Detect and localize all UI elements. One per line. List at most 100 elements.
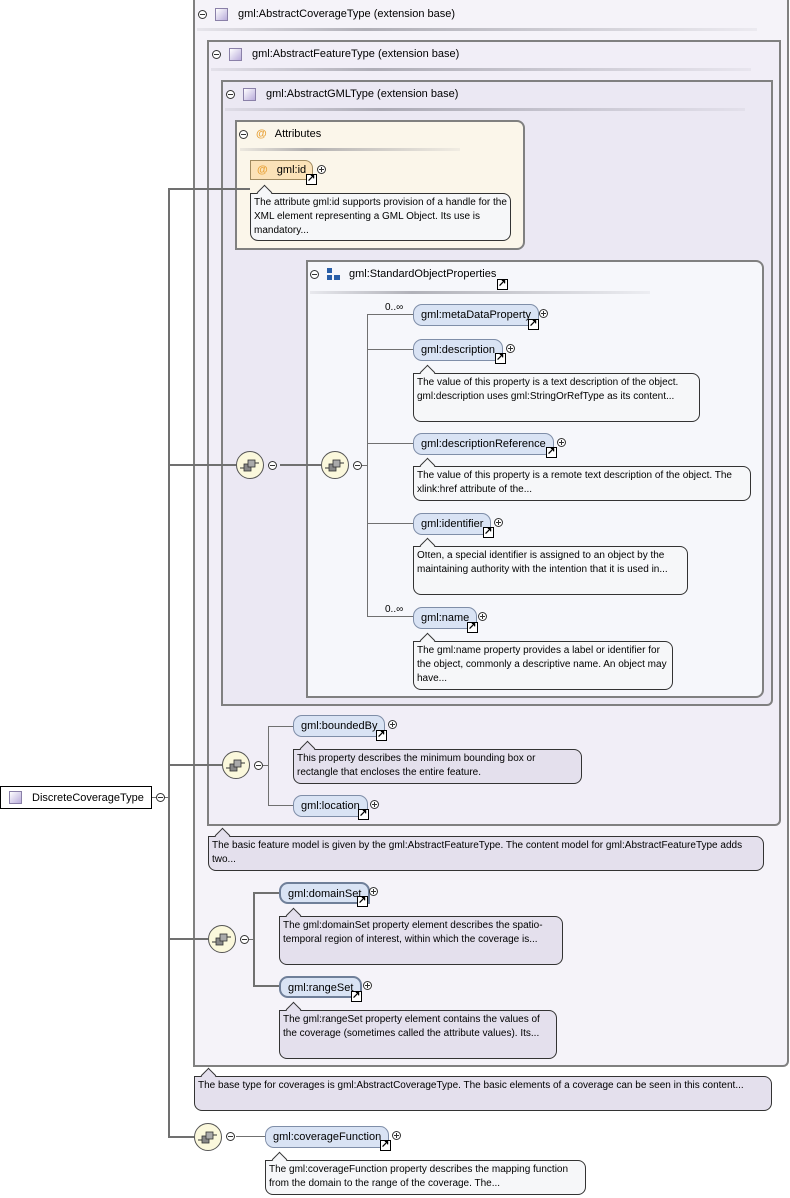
connector bbox=[367, 443, 414, 444]
occurrence-label: 0..∞ bbox=[385, 604, 404, 615]
element-name[interactable]: gml:name bbox=[413, 607, 478, 629]
connector bbox=[362, 465, 368, 466]
collapse-icon[interactable] bbox=[254, 761, 263, 770]
sequence-compositor-icon[interactable] bbox=[222, 751, 250, 779]
link-arrow-icon[interactable] bbox=[357, 894, 368, 907]
group-header-gml: gml:AbstractGMLType (extension base) bbox=[226, 86, 458, 102]
connector bbox=[367, 616, 414, 617]
group-documentation: The base type for coverages is gml:Abstr… bbox=[194, 1076, 772, 1111]
complex-type-icon bbox=[229, 47, 242, 61]
element-location[interactable]: gml:location bbox=[293, 795, 368, 817]
connector bbox=[168, 464, 236, 466]
connector bbox=[168, 938, 208, 940]
root-type-label: DiscreteCoverageType bbox=[32, 791, 144, 804]
element-domainset[interactable]: gml:domainSet bbox=[279, 882, 371, 904]
group-title: gml:AbstractCoverageType (extension base… bbox=[238, 8, 456, 20]
collapse-icon[interactable] bbox=[226, 89, 235, 99]
connector bbox=[367, 349, 414, 350]
attributes-header: @ Attributes bbox=[239, 126, 321, 142]
connector bbox=[253, 893, 255, 987]
expand-icon[interactable] bbox=[370, 800, 379, 809]
attribute-documentation: The attribute gml:id supports provision … bbox=[250, 193, 511, 241]
element-descriptionreference[interactable]: gml:descriptionReference bbox=[413, 433, 554, 455]
link-arrow-icon[interactable] bbox=[467, 620, 478, 633]
occurrence-label: 0..∞ bbox=[385, 302, 404, 313]
element-documentation: The value of this property is a text des… bbox=[413, 373, 700, 422]
sequence-compositor-icon[interactable] bbox=[194, 1123, 222, 1151]
divider bbox=[240, 148, 460, 151]
connector bbox=[280, 464, 321, 466]
collapse-icon[interactable] bbox=[268, 461, 277, 470]
collapse-icon[interactable] bbox=[239, 129, 248, 139]
expand-icon[interactable] bbox=[388, 720, 397, 729]
connector bbox=[168, 188, 170, 1138]
group-title: gml:AbstractGMLType (extension base) bbox=[266, 88, 459, 100]
expand-icon[interactable] bbox=[506, 344, 515, 353]
group-title: gml:StandardObjectProperties bbox=[349, 268, 497, 280]
link-arrow-icon[interactable] bbox=[546, 445, 557, 458]
attribute-icon: @ bbox=[256, 128, 267, 140]
element-documentation: Often, a special identifier is assigned … bbox=[413, 546, 688, 595]
link-arrow-icon[interactable] bbox=[376, 728, 387, 741]
collapse-icon[interactable] bbox=[198, 9, 207, 19]
sequence-compositor-icon[interactable] bbox=[208, 925, 236, 953]
divider bbox=[211, 68, 751, 71]
expand-icon[interactable] bbox=[369, 887, 378, 896]
element-documentation: The gml:coverageFunction property descri… bbox=[265, 1160, 586, 1195]
link-arrow-icon[interactable] bbox=[351, 989, 362, 1002]
connector bbox=[367, 523, 414, 524]
expand-icon[interactable] bbox=[478, 612, 487, 621]
collapse-icon[interactable] bbox=[240, 935, 249, 944]
link-arrow-icon[interactable] bbox=[380, 1138, 391, 1151]
group-header-feature: gml:AbstractFeatureType (extension base) bbox=[212, 46, 459, 62]
element-metadataproperty[interactable]: gml:metaDataProperty bbox=[413, 304, 540, 326]
collapse-icon[interactable] bbox=[310, 269, 319, 279]
link-arrow-icon[interactable] bbox=[483, 525, 494, 538]
connector bbox=[236, 1136, 266, 1137]
expand-icon[interactable] bbox=[557, 438, 566, 447]
attribute-gml-id[interactable]: @ gml:id bbox=[250, 160, 313, 180]
complex-type-icon bbox=[9, 791, 22, 804]
connector bbox=[168, 188, 250, 190]
group-ref-icon bbox=[327, 268, 341, 280]
sequence-compositor-icon[interactable] bbox=[321, 451, 349, 479]
connector bbox=[268, 805, 294, 806]
element-documentation: The gml:name property provides a label o… bbox=[413, 641, 673, 690]
group-header-coverage: gml:AbstractCoverageType (extension base… bbox=[198, 6, 455, 22]
connector bbox=[263, 765, 269, 766]
connector bbox=[168, 1136, 194, 1138]
connector bbox=[367, 314, 414, 315]
expand-icon[interactable] bbox=[494, 518, 503, 527]
divider bbox=[310, 291, 650, 294]
expand-icon[interactable] bbox=[363, 981, 372, 990]
collapse-icon[interactable] bbox=[212, 49, 221, 59]
divider bbox=[197, 28, 757, 31]
link-arrow-icon[interactable] bbox=[497, 277, 508, 290]
connector bbox=[249, 939, 254, 940]
link-arrow-icon[interactable] bbox=[528, 317, 539, 330]
root-type-box[interactable]: DiscreteCoverageType bbox=[0, 786, 152, 809]
element-description[interactable]: gml:description bbox=[413, 339, 503, 361]
element-identifier[interactable]: gml:identifier bbox=[413, 513, 492, 535]
element-rangeset[interactable]: gml:rangeSet bbox=[279, 976, 363, 998]
expand-icon[interactable] bbox=[317, 165, 326, 174]
link-arrow-icon[interactable] bbox=[495, 351, 506, 364]
collapse-icon[interactable] bbox=[226, 1132, 235, 1141]
connector bbox=[268, 726, 269, 806]
link-arrow-icon[interactable] bbox=[306, 172, 317, 185]
element-documentation: The gml:domainSet property element descr… bbox=[279, 916, 563, 965]
expand-icon[interactable] bbox=[539, 309, 548, 318]
sequence-compositor-icon[interactable] bbox=[236, 451, 264, 479]
attribute-icon: @ bbox=[257, 164, 268, 176]
standard-header: gml:StandardObjectProperties bbox=[310, 266, 496, 282]
connector bbox=[268, 726, 294, 727]
link-arrow-icon[interactable] bbox=[358, 807, 369, 820]
complex-type-icon bbox=[215, 7, 228, 21]
group-documentation: The basic feature model is given by the … bbox=[208, 836, 764, 871]
expand-icon[interactable] bbox=[392, 1131, 401, 1140]
attributes-title: Attributes bbox=[274, 128, 322, 140]
element-coveragefunction[interactable]: gml:coverageFunction bbox=[265, 1126, 390, 1148]
collapse-icon[interactable] bbox=[353, 461, 362, 470]
collapse-icon[interactable] bbox=[156, 793, 165, 802]
element-boundedby[interactable]: gml:boundedBy bbox=[293, 715, 386, 737]
